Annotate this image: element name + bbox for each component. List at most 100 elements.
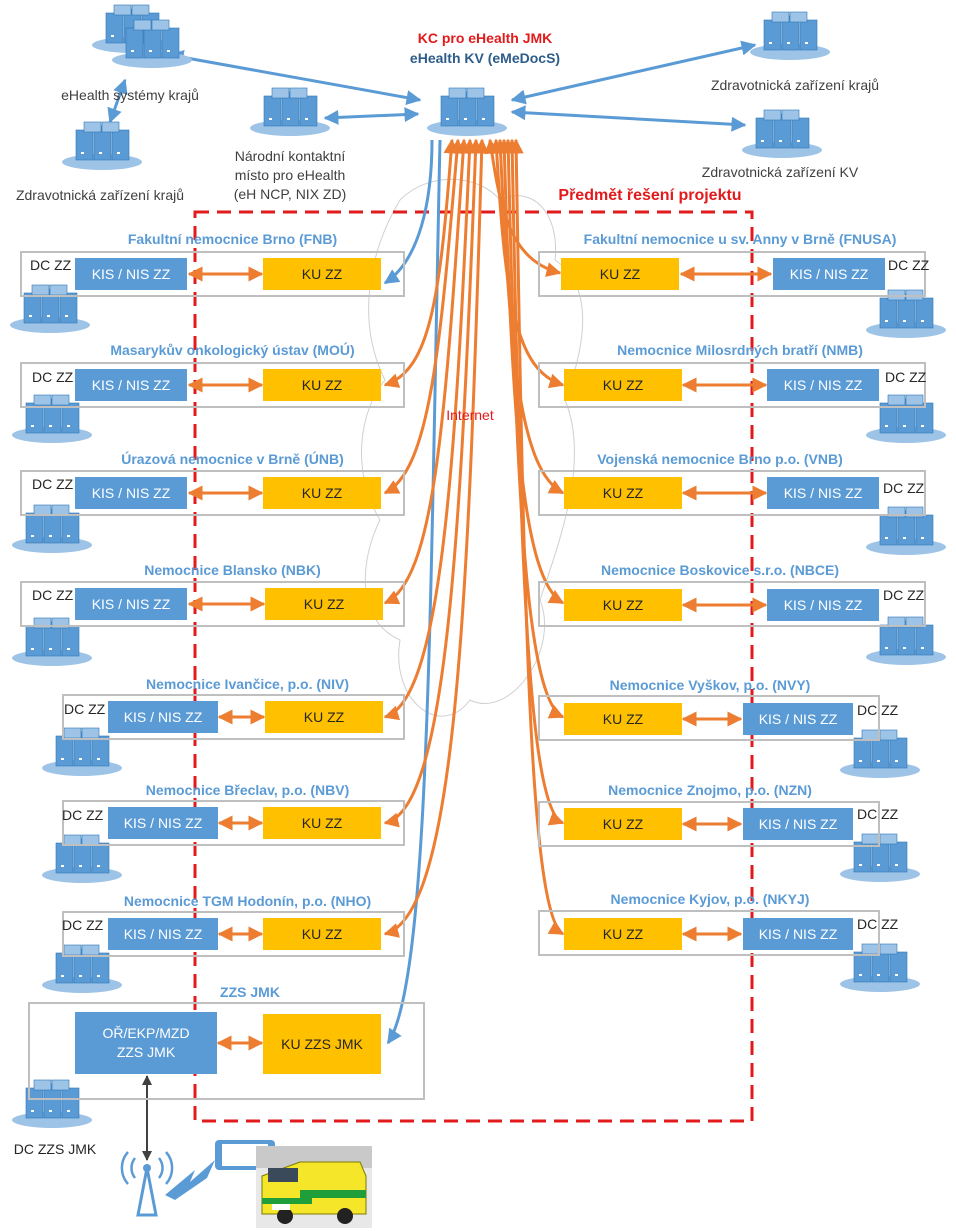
dc-label: DC ZZ	[857, 702, 899, 718]
internet-label: Internet	[446, 407, 494, 423]
hospital-frame	[20, 581, 405, 627]
kis-nis-box: KIS / NIS ZZ	[767, 369, 879, 401]
kis-nis-box: KIS / NIS ZZ	[108, 807, 218, 839]
kis-nis-box: KIS / NIS ZZ	[767, 477, 879, 509]
dc-label: DC ZZ	[64, 701, 106, 717]
ehealth-systems-label: eHealth systémy krajů	[61, 87, 199, 103]
kis-nis-box: KIS / NIS ZZ	[743, 918, 853, 950]
project-scope-boundary	[193, 210, 754, 1123]
kv-title: eHealth KV (eMeDocS)	[409, 50, 561, 66]
hospital-title: Nemocnice TGM Hodonín, p.o. (NHO)	[123, 893, 372, 909]
zz-kraju-right-servers-icon	[749, 11, 831, 61]
hospital-title: Nemocnice Milosrdných bratří (NMB)	[617, 342, 863, 358]
dc-label: DC ZZ	[62, 807, 104, 823]
ku-box: KU ZZ	[263, 258, 381, 290]
dc-label: DC ZZ	[32, 587, 74, 603]
kc-title: KC pro eHealth JMK	[417, 30, 553, 46]
ku-box: KU ZZ	[263, 369, 381, 401]
kis-nis-box: KIS / NIS ZZ	[75, 588, 187, 620]
dc-label: DC ZZ	[32, 476, 74, 492]
hospital-title: Nemocnice Blansko (NBK)	[144, 562, 321, 578]
hospital-title: Nemocnice Břeclav, p.o. (NBV)	[145, 782, 350, 798]
zz-kraju-right-label: Zdravotnická zařízení krajů	[710, 77, 880, 93]
dc-label: DC ZZ	[32, 369, 74, 385]
project-scope-label: Předmět řešení projektu	[558, 187, 742, 204]
ku-box: KU ZZ	[564, 918, 682, 950]
or-ekp-mzd-box: OŘ/EKP/MZD ZZS JMK	[75, 1012, 217, 1074]
ncp-servers-icon	[249, 87, 331, 137]
lightning-icon	[165, 1160, 215, 1200]
dc-label: DC ZZ	[30, 257, 72, 273]
ku-box: KU ZZ	[265, 701, 383, 733]
hospital-frame	[538, 910, 880, 956]
kis-nis-box: KIS / NIS ZZ	[75, 369, 187, 401]
dc-label: DC ZZ	[883, 480, 925, 496]
hospital-title: Úrazová nemocnice v Brně (ÚNB)	[121, 451, 344, 467]
ku-box: KU ZZ	[561, 258, 679, 290]
kis-nis-box: KIS / NIS ZZ	[108, 918, 218, 950]
ambulance-photo	[256, 1146, 372, 1228]
zz-kv-servers-icon	[741, 109, 823, 159]
hospital-title: Masarykův onkologický ústav (MOÚ)	[110, 342, 355, 358]
dc-label: DC ZZ	[62, 917, 104, 933]
dc-zzs-label: DC ZZS JMK	[13, 1141, 97, 1157]
ku-box: KU ZZ	[564, 589, 682, 621]
kis-nis-box: KIS / NIS ZZ	[773, 258, 885, 290]
hospital-frame	[62, 911, 405, 957]
hospital-frame	[538, 362, 926, 408]
hub-servers-icon	[426, 87, 508, 137]
kis-nis-box: KIS / NIS ZZ	[75, 258, 187, 290]
hospital-frame	[20, 251, 405, 297]
ncp-label-line1: Národní kontaktní	[234, 148, 346, 164]
zz-kraju-left-servers-icon	[61, 121, 143, 171]
kis-nis-box: KIS / NIS ZZ	[767, 589, 879, 621]
hospital-title: Nemocnice Ivančice, p.o. (NIV)	[145, 676, 350, 692]
dc-label: DC ZZ	[857, 916, 899, 932]
kis-nis-box: KIS / NIS ZZ	[75, 477, 187, 509]
dc-label: DC ZZ	[885, 369, 927, 385]
hospital-title: Nemocnice Boskovice s.r.o. (NBCE)	[600, 562, 840, 578]
ku-box: KU ZZ	[564, 477, 682, 509]
hospital-frame	[538, 801, 880, 847]
dc-label: DC ZZ	[888, 257, 930, 273]
hospital-title: Nemocnice Znojmo, p.o. (NZN)	[608, 782, 812, 798]
ku-box: KU ZZ	[265, 588, 383, 620]
ncp-label-line3: (eH NCP, NIX ZD)	[233, 186, 347, 202]
dc-label: DC ZZ	[857, 806, 899, 822]
ku-box: KU ZZ	[564, 369, 682, 401]
hospital-title: Fakultní nemocnice Brno (FNB)	[127, 231, 338, 247]
hospital-title: Nemocnice Kyjov, p.o. (NKYJ)	[610, 891, 810, 907]
hospital-title: Fakultní nemocnice u sv. Anny v Brně (FN…	[583, 231, 897, 247]
antenna-icon	[120, 1151, 174, 1217]
hospital-title: Vojenská nemocnice Brno p.o. (VNB)	[597, 451, 843, 467]
hospital-frame	[538, 581, 926, 627]
hospital-frame	[538, 470, 926, 516]
hospital-frame	[20, 470, 405, 516]
kis-nis-box: KIS / NIS ZZ	[743, 808, 853, 840]
or-line2: ZZS JMK	[116, 1044, 176, 1060]
ku-box: KU ZZ	[564, 703, 682, 735]
ku-box: KU ZZ	[263, 807, 381, 839]
zz-kv-label: Zdravotnická zařízení KV	[701, 164, 859, 180]
ku-box: KU ZZ	[263, 477, 381, 509]
kis-nis-box: KIS / NIS ZZ	[743, 703, 853, 735]
hospital-frame	[62, 800, 405, 846]
kis-nis-box: KIS / NIS ZZ	[108, 701, 218, 733]
ku-box: KU ZZ	[564, 808, 682, 840]
ncp-label-line2: místo pro eHealth	[234, 167, 346, 183]
hospital-frame	[538, 251, 926, 297]
zzs-title: ZZS JMK	[220, 984, 280, 1000]
hospital-frame	[20, 362, 405, 408]
ku-box: KU ZZ	[263, 918, 381, 950]
zz-kraju-left-label: Zdravotnická zařízení krajů	[15, 187, 185, 203]
dc-server-icon	[865, 289, 947, 339]
hospital-frame	[62, 694, 405, 740]
zzs-frame	[28, 1002, 425, 1100]
dc-label: DC ZZ	[883, 587, 925, 603]
hospital-frame	[538, 695, 880, 741]
or-line1: OŘ/EKP/MZD	[102, 1025, 190, 1041]
ku-zzs-box: KU ZZS JMK	[263, 1014, 381, 1074]
hospital-title: Nemocnice Vyškov, p.o. (NVY)	[609, 677, 811, 693]
